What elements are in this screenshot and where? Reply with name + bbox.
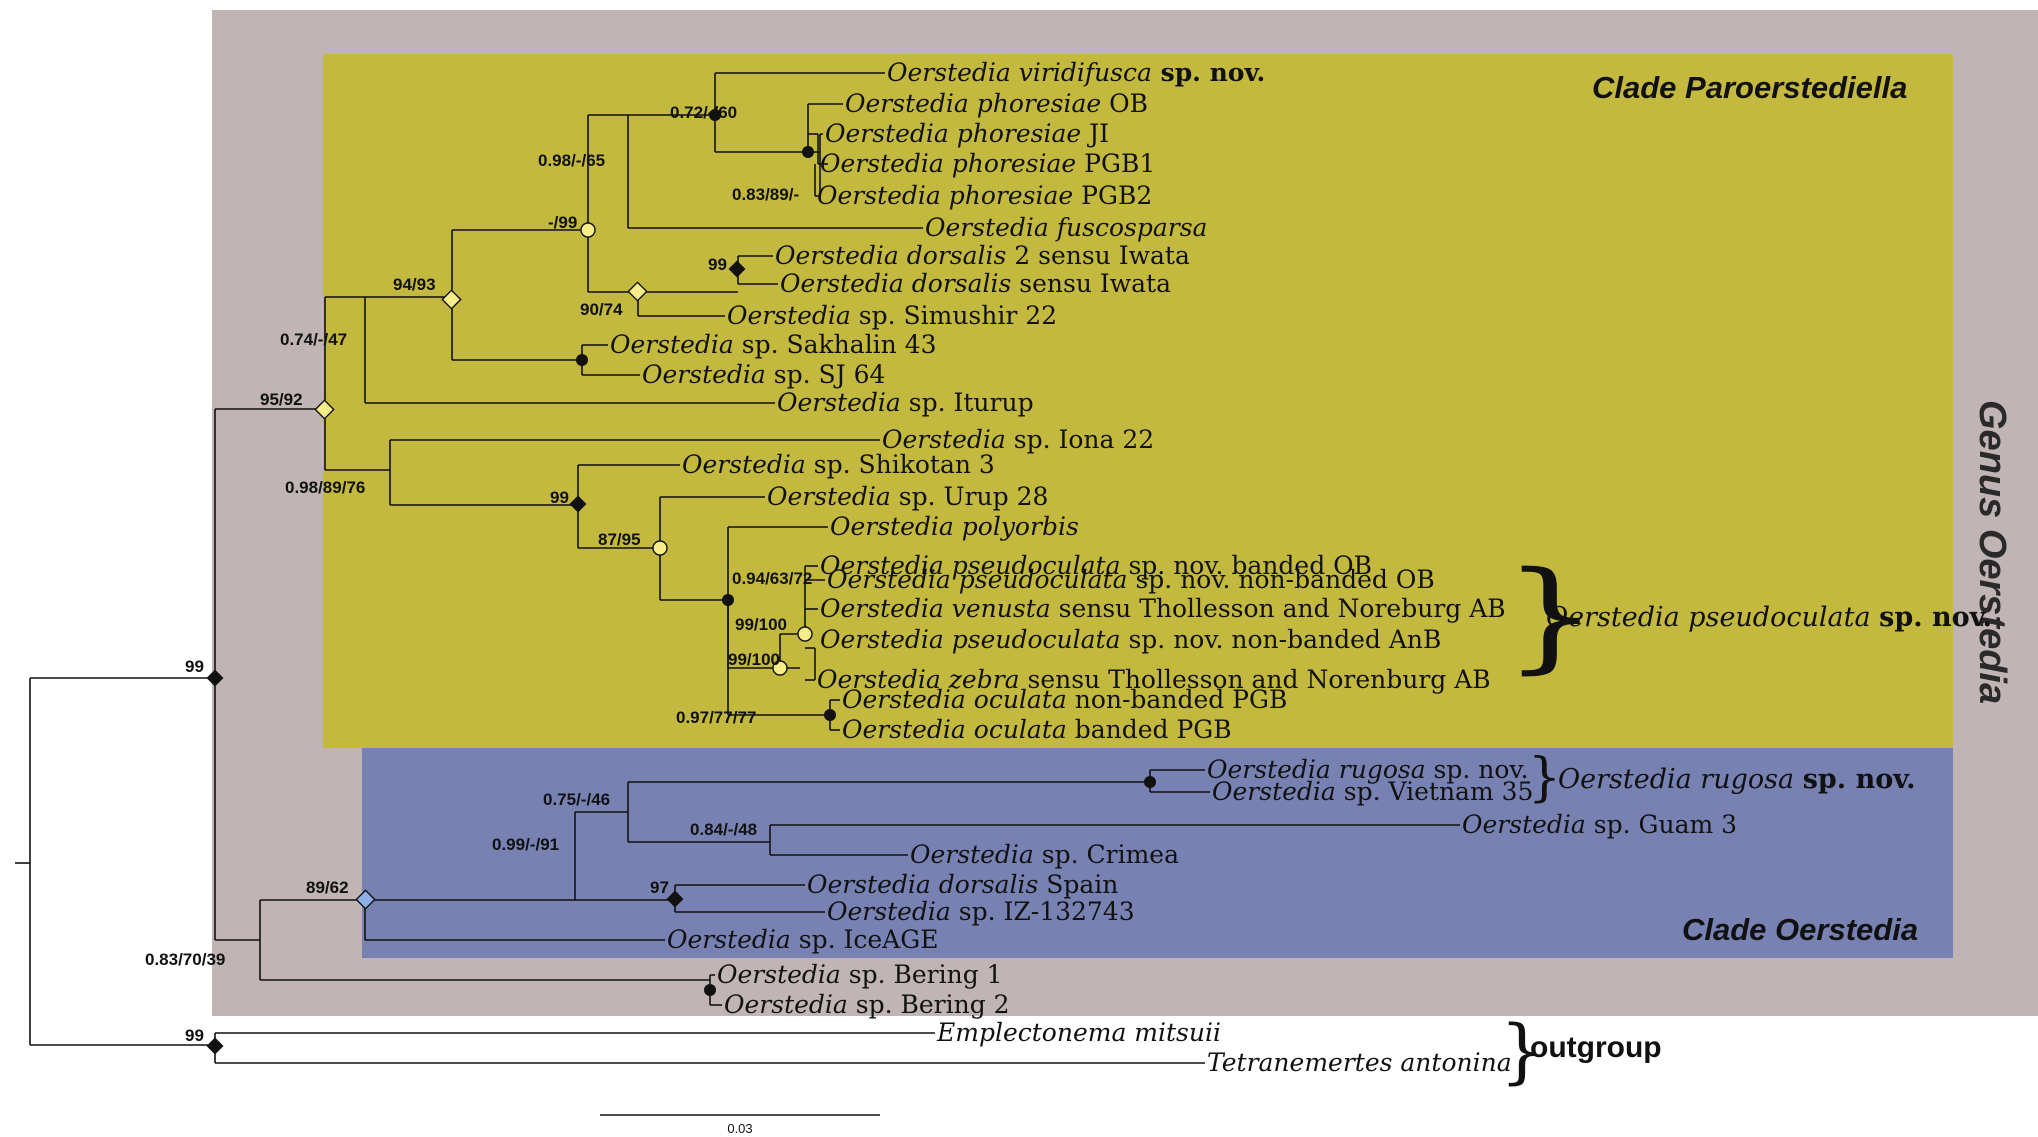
support-value: 0.75/-/46 <box>543 790 610 809</box>
node-markers <box>206 109 1156 1055</box>
support-value: 99 <box>708 255 727 274</box>
node-9592 <box>314 399 335 420</box>
node-genus <box>206 669 224 687</box>
support-value: 99 <box>185 1026 204 1045</box>
tip-label: Oerstedia rugosa sp. nov. <box>1207 755 1529 784</box>
genus-oerstedia-label: Genus Oerstedia <box>1971 400 2013 704</box>
tip-label: Oerstedia phoresiae PGB1 <box>820 149 1155 178</box>
node-8962 <box>355 889 376 910</box>
tip-label: Oerstedia sp. SJ 64 <box>642 360 885 389</box>
tree-branches <box>15 72 1460 1064</box>
support-values: 0.72/-/60 0.98/-/65 0.83/89/- -/99 99 90/74 94… <box>145 103 812 1045</box>
support-value: 0.83/70/39 <box>145 950 225 969</box>
support-value: 97 <box>650 878 669 897</box>
support-value: 0.94/63/72 <box>732 569 812 588</box>
tip-label: Oerstedia sp. Crimea <box>910 840 1179 869</box>
scale-label: 0.03 <box>727 1121 752 1136</box>
tip-label: Oerstedia sp. Iturup <box>777 388 1034 417</box>
node-bering <box>704 984 716 996</box>
tip-label: Oerstedia phoresiae PGB2 <box>817 181 1152 210</box>
tip-label: Oerstedia sp. Vietnam 35 <box>1212 777 1533 806</box>
tip-label: Oerstedia polyorbis <box>830 512 1079 541</box>
tip-label: Oerstedia sp. IZ-132743 <box>827 897 1135 926</box>
support-value: 0.98/89/76 <box>285 478 365 497</box>
tip-label: Oerstedia sp. Simushir 22 <box>727 301 1057 330</box>
support-value: 95/92 <box>260 390 303 409</box>
node-9493 <box>441 289 462 310</box>
support-value: 0.99/-/91 <box>492 835 559 854</box>
tip-label: Oerstedia venusta sensu Thollesson and N… <box>820 594 1506 623</box>
node-phoresiae <box>709 109 721 121</box>
node-simushir <box>627 281 648 302</box>
tip-label: Oerstedia phoresiae JI <box>825 119 1109 148</box>
node-urup <box>569 495 587 513</box>
rugosa-brace: } <box>1528 748 1561 808</box>
node-sakhalin <box>576 354 588 366</box>
tip-label: Oerstedia sp. Bering 1 <box>717 960 1003 989</box>
tip-label: Tetranemertes antonina <box>1207 1048 1512 1077</box>
node-99100b <box>772 660 788 676</box>
support-value: 94/93 <box>393 275 436 294</box>
pseudoculata-brace: } <box>1503 546 1598 686</box>
support-value: 0.98/-/65 <box>538 151 605 170</box>
tip-label: Oerstedia dorsalis sensu Iwata <box>780 269 1171 298</box>
support-value: 99/100 <box>728 650 780 669</box>
tip-label: Oerstedia oculata non-banded PGB <box>842 685 1287 714</box>
node-99100a <box>797 626 813 642</box>
node-oculata <box>824 709 836 721</box>
tip-label: Oerstedia oculata banded PGB <box>842 715 1232 744</box>
clade-paroerstediella-label: Clade Paroerstediella <box>1592 70 1907 105</box>
tip-label: Oerstedia sp. Shikotan 3 <box>682 450 995 479</box>
tip-label: Oerstedia sp. Bering 2 <box>724 990 1010 1019</box>
node-97 <box>666 890 684 908</box>
rugosa-group-label: Oerstedia rugosa sp. nov. <box>1558 764 1916 795</box>
tip-label: Oerstedia sp. Urup 28 <box>767 482 1048 511</box>
outgroup-label: outgroup <box>1530 1031 1662 1064</box>
node-outgroup <box>206 1037 224 1055</box>
support-value: 0.72/-/60 <box>670 103 737 122</box>
support-value: 0.83/89/- <box>732 185 799 204</box>
outgroup-brace: } <box>1500 1010 1545 1092</box>
tip-label: Oerstedia pseudoculata sp. nov. banded O… <box>820 551 1372 580</box>
support-value: 90/74 <box>580 300 623 319</box>
support-value: 99 <box>185 657 204 676</box>
support-value: 99 <box>550 488 569 507</box>
clade-paroerstediella-box <box>323 54 1953 748</box>
tip-label: Oerstedia pseudoculata sp. nov. non-band… <box>820 625 1441 654</box>
node-rugosa <box>1144 776 1156 788</box>
support-value: 0.97/77/77 <box>676 708 756 727</box>
support-value: 87/95 <box>598 530 641 549</box>
tip-label: Oerstedia sp. Sakhalin 43 <box>610 330 937 359</box>
tip-label: Oerstedia viridifusca sp. nov. <box>887 58 1265 87</box>
pseudoculata-group-label: Oerstedia pseudoculata sp. nov. <box>1546 602 1992 633</box>
tip-label: Oerstedia sp. IceAGE <box>667 925 938 954</box>
tip-label: Oerstedia sp. Guam 3 <box>1462 810 1737 839</box>
clade-oerstedia-box <box>362 748 1953 958</box>
node-phoresiae-inner <box>802 146 814 158</box>
support-value: 99/100 <box>735 615 787 634</box>
support-value: 89/62 <box>306 878 349 897</box>
tip-label: Oerstedia zebra sensu Thollesson and Nor… <box>817 665 1491 694</box>
node-dorsalis <box>728 260 746 278</box>
node-pseudoculata-base <box>722 594 734 606</box>
tip-label: Oerstedia sp. Iona 22 <box>882 425 1154 454</box>
tip-label: Oerstedia fuscosparsa <box>925 213 1207 242</box>
node-fuscosparsa <box>580 222 596 238</box>
support-value: 0.84/-/48 <box>690 820 757 839</box>
tip-label: Oerstedia pseudoculata sp. nov. non-band… <box>827 565 1435 594</box>
tip-label: Oerstedia dorsalis 2 sensu Iwata <box>775 241 1190 270</box>
support-value: -/99 <box>548 213 577 232</box>
support-value: 0.74/-/47 <box>280 330 347 349</box>
tip-labels: Oerstedia viridifusca sp. nov.Oerstedia … <box>610 58 1737 1077</box>
tip-label: Oerstedia phoresiae OB <box>845 89 1148 118</box>
node-8795 <box>652 540 668 556</box>
tip-label: Emplectonema mitsuii <box>936 1018 1221 1047</box>
clade-oerstedia-label: Clade Oerstedia <box>1682 912 1918 947</box>
tip-label: Oerstedia dorsalis Spain <box>807 870 1118 899</box>
